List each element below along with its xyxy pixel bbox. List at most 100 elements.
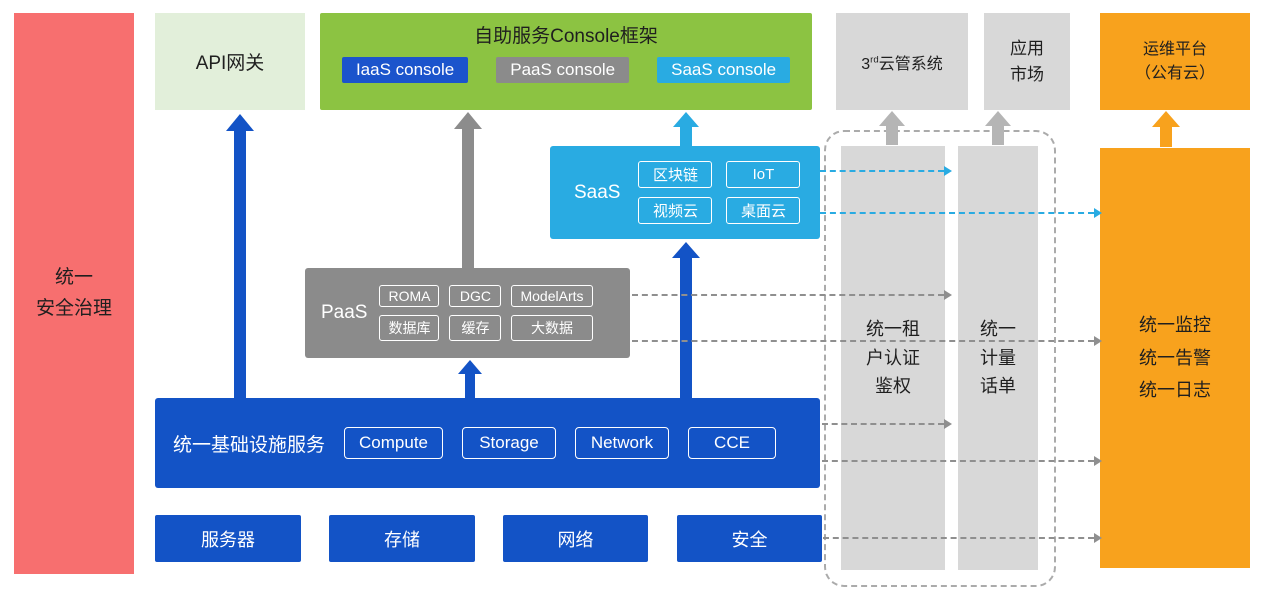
- paas-item-database-label: 数据库: [388, 320, 431, 336]
- paas-box: PaaS ROMA DGC ModelArts 数据库 缓存 大数据: [305, 268, 630, 358]
- auth-bar-label: 统一租 户认证 鉴权: [866, 318, 920, 397]
- saas-item-blockchain: 区块链: [638, 161, 713, 188]
- connector-paas-to-monitoring-head: [1094, 336, 1102, 346]
- arrow-paas-to-console-shaft: [462, 128, 474, 268]
- connector-hardware-to-monitoring-line: [823, 537, 1094, 539]
- third-party-suffix: 云管系统: [878, 55, 943, 73]
- arrow-infra-to-saas-head: [672, 242, 700, 258]
- connector-saas-to-monitoring-head: [1094, 208, 1102, 218]
- iaas-console-chip: IaaS console: [341, 57, 469, 83]
- saas-items-grid: 区块链 IoT 视频云 桌面云: [638, 161, 801, 224]
- arrow-paas-to-console-head: [454, 112, 482, 129]
- monitoring-bar-label: 统一监控 统一告警 统一日志: [1139, 315, 1211, 401]
- paas-label: PaaS: [321, 302, 368, 323]
- console-items-row: IaaS console PaaS console SaaS console: [320, 57, 812, 83]
- arrow-infra-to-api-head: [226, 114, 254, 131]
- paas-item-modelarts-label: ModelArts: [520, 288, 584, 304]
- hardware-network-label: 网络: [557, 529, 594, 550]
- infrastructure-label: 统一基础设施服务: [173, 434, 326, 456]
- paas-item-cache: 缓存: [449, 315, 502, 341]
- infra-item-storage: Storage: [462, 427, 556, 459]
- arrow-infra-to-paas-shaft: [465, 374, 475, 398]
- console-framework-title: 自助服务Console框架: [474, 26, 658, 47]
- console-framework-box: 自助服务Console框架 IaaS console PaaS console …: [320, 13, 812, 110]
- hardware-security-label: 安全: [731, 529, 768, 550]
- saas-item-desktop-cloud: 桌面云: [726, 197, 801, 224]
- infra-item-network: Network: [575, 427, 669, 459]
- saas-item-desktop-cloud-label: 桌面云: [740, 203, 786, 220]
- paas-item-dgc: DGC: [449, 285, 502, 307]
- api-gateway-box: API网关: [155, 13, 305, 110]
- paas-item-roma-label: ROMA: [388, 288, 431, 304]
- saas-item-video-cloud: 视频云: [638, 197, 713, 224]
- connector-infra-to-monitoring-line: [822, 460, 1094, 462]
- infra-item-compute: Compute: [344, 427, 443, 459]
- auth-bar: 统一租 户认证 鉴权: [841, 146, 945, 570]
- saas-item-iot: IoT: [726, 161, 801, 188]
- connector-saas-to-billing-head: [944, 166, 952, 176]
- hardware-box-security: 安全: [677, 515, 822, 562]
- paas-item-database: 数据库: [379, 315, 440, 341]
- infra-item-compute-label: Compute: [359, 433, 428, 452]
- arrow-auth-to-third-cloud-shaft: [886, 125, 898, 145]
- third-party-cloud-label: 3rd云管系统: [861, 50, 942, 74]
- hardware-storage-label: 存储: [384, 529, 420, 550]
- third-party-prefix: 3: [861, 55, 871, 73]
- connector-infra-to-billing-head: [944, 419, 952, 429]
- connector-paas-to-monitoring-line: [632, 340, 1094, 342]
- infra-item-storage-label: Storage: [479, 433, 539, 452]
- infra-item-cce-label: CCE: [714, 433, 750, 452]
- saas-console-chip: SaaS console: [657, 57, 791, 83]
- arrow-billing-to-app-market-shaft: [992, 125, 1004, 145]
- hardware-box-storage: 存储: [329, 515, 475, 562]
- saas-item-video-cloud-label: 视频云: [652, 203, 698, 220]
- connector-paas-to-billing-head: [944, 290, 952, 300]
- security-governance-box: 统一 安全治理: [14, 13, 134, 574]
- paas-item-dgc-label: DGC: [459, 288, 492, 304]
- paas-items-grid: ROMA DGC ModelArts 数据库 缓存 大数据: [379, 285, 593, 341]
- hardware-box-server: 服务器: [155, 515, 301, 562]
- tenant-services-group-outline: [824, 130, 1056, 587]
- saas-console-label: SaaS console: [671, 60, 777, 79]
- arrow-infra-to-paas-head: [458, 360, 482, 374]
- app-market-box: 应用 市场: [984, 13, 1070, 110]
- connector-paas-to-billing-line: [632, 294, 944, 296]
- arrow-monitoring-to-ops-shaft: [1160, 127, 1172, 147]
- monitoring-bar: 统一监控 统一告警 统一日志: [1100, 148, 1250, 568]
- saas-box: SaaS 区块链 IoT 视频云 桌面云: [550, 146, 820, 239]
- infra-item-network-label: Network: [590, 433, 654, 452]
- arrow-monitoring-to-ops-head: [1152, 111, 1180, 127]
- billing-bar: 统一 计量 话单: [958, 146, 1038, 570]
- paas-item-bigdata: 大数据: [511, 315, 593, 341]
- app-market-label: 应用 市场: [1010, 39, 1044, 84]
- paas-item-cache-label: 缓存: [461, 320, 490, 336]
- hardware-server-label: 服务器: [201, 529, 255, 550]
- arrow-infra-to-saas-shaft: [680, 257, 692, 398]
- arrow-saas-to-console-shaft: [680, 127, 692, 146]
- infrastructure-box: 统一基础设施服务 Compute Storage Network CCE: [155, 398, 820, 488]
- connector-saas-to-monitoring-line: [820, 212, 1094, 214]
- connector-infra-to-billing-line: [822, 423, 944, 425]
- paas-item-roma: ROMA: [379, 285, 440, 307]
- connector-infra-to-monitoring-head: [1094, 456, 1102, 466]
- third-party-sup: rd: [870, 54, 879, 66]
- arrow-billing-to-app-market-head: [985, 111, 1011, 126]
- hardware-box-network: 网络: [503, 515, 648, 562]
- arrow-saas-to-console-head: [673, 112, 699, 127]
- paas-item-modelarts: ModelArts: [511, 285, 593, 307]
- connector-saas-to-billing-line: [820, 170, 944, 172]
- ops-platform-label: 运维平台 （公有云）: [1134, 40, 1215, 82]
- saas-item-iot-label: IoT: [752, 166, 775, 183]
- paas-console-label: PaaS console: [510, 60, 616, 79]
- paas-item-bigdata-label: 大数据: [531, 320, 573, 336]
- paas-console-chip: PaaS console: [496, 57, 630, 83]
- security-governance-label: 统一 安全治理: [35, 267, 112, 319]
- third-party-cloud-box: 3rd云管系统: [836, 13, 968, 110]
- connector-hardware-to-monitoring-head: [1094, 533, 1102, 543]
- infra-item-cce: CCE: [688, 427, 776, 459]
- ops-platform-box: 运维平台 （公有云）: [1100, 13, 1250, 110]
- arrow-infra-to-api-shaft: [234, 130, 246, 398]
- saas-item-blockchain-label: 区块链: [652, 167, 698, 184]
- iaas-console-label: IaaS console: [355, 60, 455, 79]
